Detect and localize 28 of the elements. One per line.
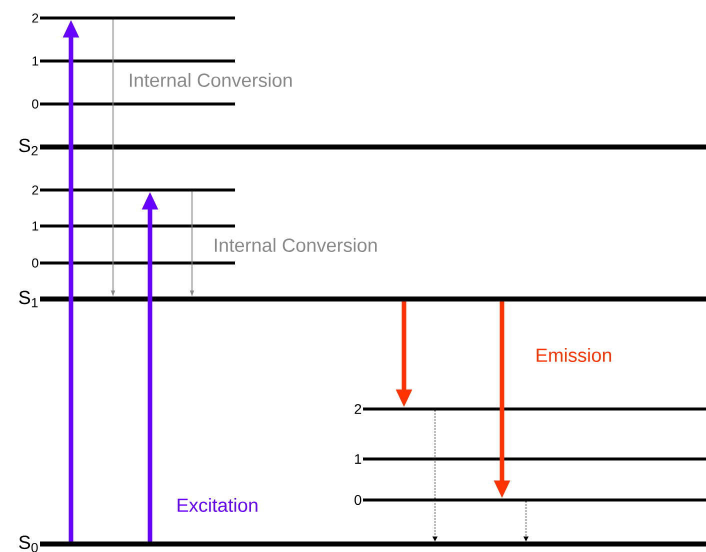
process-label: Emission	[536, 348, 612, 362]
node-label: 1	[32, 222, 38, 230]
node-label: S$_{0}$	[19, 536, 38, 552]
energy-level: S$_{1}$	[19, 290, 706, 308]
node-label: 0	[32, 258, 38, 268]
energy-level: 1	[32, 56, 235, 66]
node-label: 2	[354, 404, 362, 414]
process-label: Excitation	[178, 498, 258, 512]
node-label: 2	[32, 13, 38, 23]
node-label: 2	[32, 185, 38, 195]
energy-level: 2	[32, 13, 235, 23]
energy-level: S$_{2}$	[19, 138, 706, 156]
node-label: 0	[32, 99, 38, 109]
node-label: 1	[355, 454, 362, 464]
energy-level: 1	[355, 454, 706, 464]
node-label: 1	[32, 56, 38, 66]
energy-level: S$_{0}$	[19, 536, 706, 552]
process-label: Internal Conversion	[130, 73, 292, 87]
process-label: Internal Conversion	[214, 238, 377, 252]
node-label: S$_{2}$	[19, 138, 38, 156]
energy-level: 2	[354, 404, 706, 414]
energy-level: 1	[32, 222, 235, 230]
energy-level: 0	[32, 99, 235, 109]
node-label: 0	[354, 495, 362, 505]
energy-level: 0	[32, 258, 235, 268]
energy-level: 0	[354, 495, 706, 505]
energy-level: 2	[32, 185, 235, 195]
node-label: S$_{1}$	[19, 290, 38, 308]
